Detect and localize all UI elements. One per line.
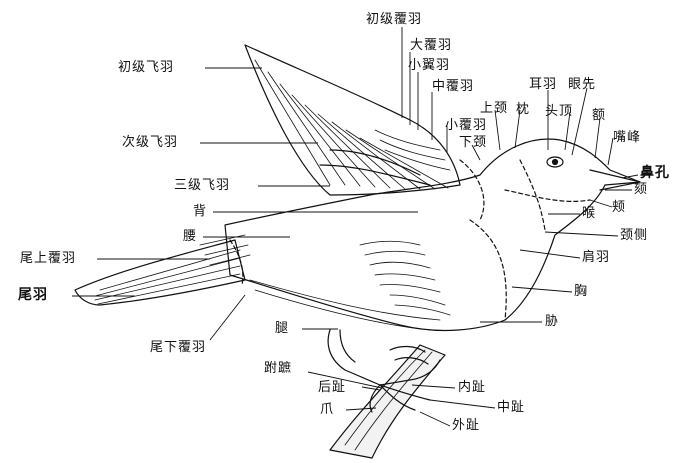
label-upper-neck: 上颈 — [480, 101, 508, 116]
label-occiput: 枕 — [516, 102, 530, 117]
label-lores: 眼先 — [568, 77, 596, 92]
label-primaries: 初级飞羽 — [118, 60, 174, 75]
label-greater-coverts: 大覆羽 — [410, 38, 452, 53]
label-median-coverts: 中覆羽 — [432, 79, 474, 94]
label-undertail-coverts: 尾下覆羽 — [150, 340, 206, 355]
label-scapulars: 肩羽 — [582, 250, 610, 265]
label-flank: 胁 — [545, 314, 559, 329]
label-uppertail-coverts: 尾上覆羽 — [20, 251, 76, 266]
label-rump: 腰 — [183, 229, 197, 244]
label-lesser-alula: 小翼羽 — [408, 58, 450, 73]
label-side-of-neck: 颈侧 — [620, 228, 648, 243]
bird-body — [225, 139, 640, 330]
label-inner-toe: 内趾 — [458, 380, 486, 395]
label-forehead: 额 — [592, 108, 606, 123]
label-crown: 头顶 — [545, 104, 573, 119]
label-tarsus: 跗蹠 — [264, 361, 292, 376]
label-back: 背 — [193, 204, 207, 219]
label-throat: 喉 — [582, 206, 596, 221]
label-secondaries: 次级飞羽 — [122, 135, 178, 150]
label-ear-coverts: 耳羽 — [529, 77, 557, 92]
label-hind-toe: 后趾 — [318, 380, 346, 395]
label-thigh: 腿 — [275, 321, 289, 336]
label-claw: 爪 — [320, 402, 334, 417]
label-lesser-coverts: 小覆羽 — [445, 118, 487, 133]
label-breast: 胸 — [574, 284, 588, 299]
label-culmen: 嘴峰 — [613, 130, 641, 145]
label-middle-toe: 中趾 — [497, 400, 525, 415]
label-tail: 尾羽 — [18, 288, 48, 303]
branch — [330, 345, 445, 458]
label-cheek: 颊 — [612, 200, 626, 215]
label-outer-toe: 外趾 — [452, 418, 480, 433]
label-hind-neck: 下颈 — [459, 135, 487, 150]
leg — [328, 330, 380, 385]
label-chin: 颏 — [634, 182, 648, 197]
label-tertials: 三级飞羽 — [174, 178, 230, 193]
label-nostril: 鼻孔 — [640, 166, 670, 181]
label-primary-coverts: 初级覆羽 — [366, 12, 422, 27]
